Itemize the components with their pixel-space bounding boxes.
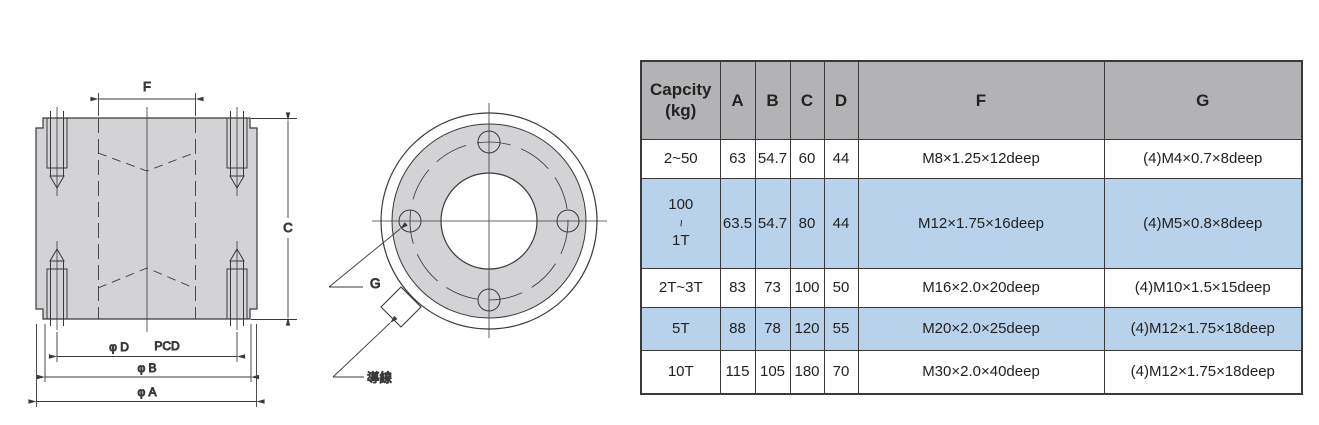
dim-f-cell: M20×2.0×25deep <box>857 306 1105 351</box>
dim-d-cell: 44 <box>823 177 859 269</box>
header-b: B <box>754 60 791 140</box>
dim-f-cell: M12×1.75×16deep <box>857 177 1105 269</box>
table-row: 2~50 63 54.7 60 44 M8×1.25×12deep (4)M4×… <box>640 138 1303 179</box>
table-header-row: Capcity (kg) A B C D F G <box>640 60 1303 140</box>
dim-b-cell: 78 <box>754 306 791 351</box>
header-c: C <box>789 60 825 140</box>
dim-a-label: φ A <box>137 385 156 399</box>
dim-a-cell: 88 <box>719 306 756 351</box>
dim-c-cell: 80 <box>789 177 825 269</box>
dim-a <box>28 324 265 407</box>
wire-label: 導線 <box>367 370 393 385</box>
dim-g-cell: (4)M10×1.5×15deep <box>1103 267 1303 308</box>
dim-d-cell: 70 <box>823 349 859 395</box>
dim-b-cell: 54.7 <box>754 138 791 179</box>
header-a: A <box>719 60 756 140</box>
capacity-cell: 5T <box>640 306 721 351</box>
dim-g-cell: (4)M5×0.8×8deep <box>1103 177 1303 269</box>
center-lines <box>372 103 607 338</box>
dim-d-cell: 55 <box>823 306 859 351</box>
dim-b <box>36 324 260 382</box>
header-d: D <box>823 60 859 140</box>
top-view-drawing: G 導線 <box>328 103 607 386</box>
dim-a-cell: 83 <box>719 267 756 308</box>
dim-f-cell: M8×1.25×12deep <box>857 138 1105 179</box>
dim-g-cell: (4)M12×1.75×18deep <box>1103 306 1303 351</box>
capacity-range-tilde: ~ <box>673 219 689 227</box>
dim-b-cell: 54.7 <box>754 177 791 269</box>
capacity-range-bottom: 1T <box>671 232 690 250</box>
dim-a-cell: 115 <box>719 349 756 395</box>
dim-a-cell: 63.5 <box>719 177 756 269</box>
capacity-cell: 2~50 <box>640 138 721 179</box>
spec-table: Capcity (kg) A B C D F G 2~50 63 54.7 60… <box>640 60 1303 395</box>
dim-a-cell: 63 <box>719 138 756 179</box>
dim-d-cell: 44 <box>823 138 859 179</box>
dim-b-cell: 73 <box>754 267 791 308</box>
dim-d-cell: 50 <box>823 267 859 308</box>
dim-pcd-label: PCD <box>154 339 180 353</box>
dim-f <box>90 93 204 116</box>
dim-f-label: F <box>143 79 151 94</box>
technical-drawings: F C φ D PCD φ B <box>28 79 607 407</box>
dim-c-label: C <box>283 220 292 235</box>
capacity-range-top: 100 <box>668 196 694 214</box>
table-row: 5T 88 78 120 55 M20×2.0×25deep (4)M12×1.… <box>640 306 1303 351</box>
table-row: 10T 115 105 180 70 M30×2.0×40deep (4)M12… <box>640 349 1303 395</box>
dim-f-cell: M16×2.0×20deep <box>857 267 1105 308</box>
wire-leader <box>332 315 398 378</box>
side-view-drawing: F C φ D PCD φ B <box>28 79 297 407</box>
header-f: F <box>857 60 1105 140</box>
table-row: 100 ~ 1T 63.5 54.7 80 44 M12×1.75×16deep… <box>640 177 1303 269</box>
header-capacity: Capcity (kg) <box>640 60 721 140</box>
g-label: G <box>370 276 381 291</box>
dim-b-cell: 105 <box>754 349 791 395</box>
dim-c-cell: 180 <box>789 349 825 395</box>
dim-c-cell: 100 <box>789 267 825 308</box>
dim-d-label: φ D <box>109 340 129 354</box>
dim-g-cell: (4)M12×1.75×18deep <box>1103 349 1303 395</box>
dim-g-cell: (4)M4×0.7×8deep <box>1103 138 1303 179</box>
g-leader <box>328 222 408 288</box>
table-row: 2T~3T 83 73 100 50 M16×2.0×20deep (4)M10… <box>640 267 1303 308</box>
capacity-cell: 2T~3T <box>640 267 721 308</box>
dim-c-cell: 60 <box>789 138 825 179</box>
cable-gland <box>380 286 422 328</box>
dim-f-cell: M30×2.0×40deep <box>857 349 1105 395</box>
capacity-cell: 100 ~ 1T <box>640 177 721 269</box>
capacity-cell: 10T <box>640 349 721 395</box>
dim-pcd <box>48 332 246 362</box>
body-outline <box>35 117 258 320</box>
dim-c <box>251 112 297 326</box>
header-g: G <box>1103 60 1303 140</box>
dim-c-cell: 120 <box>789 306 825 351</box>
dim-b-label: φ B <box>137 361 156 375</box>
